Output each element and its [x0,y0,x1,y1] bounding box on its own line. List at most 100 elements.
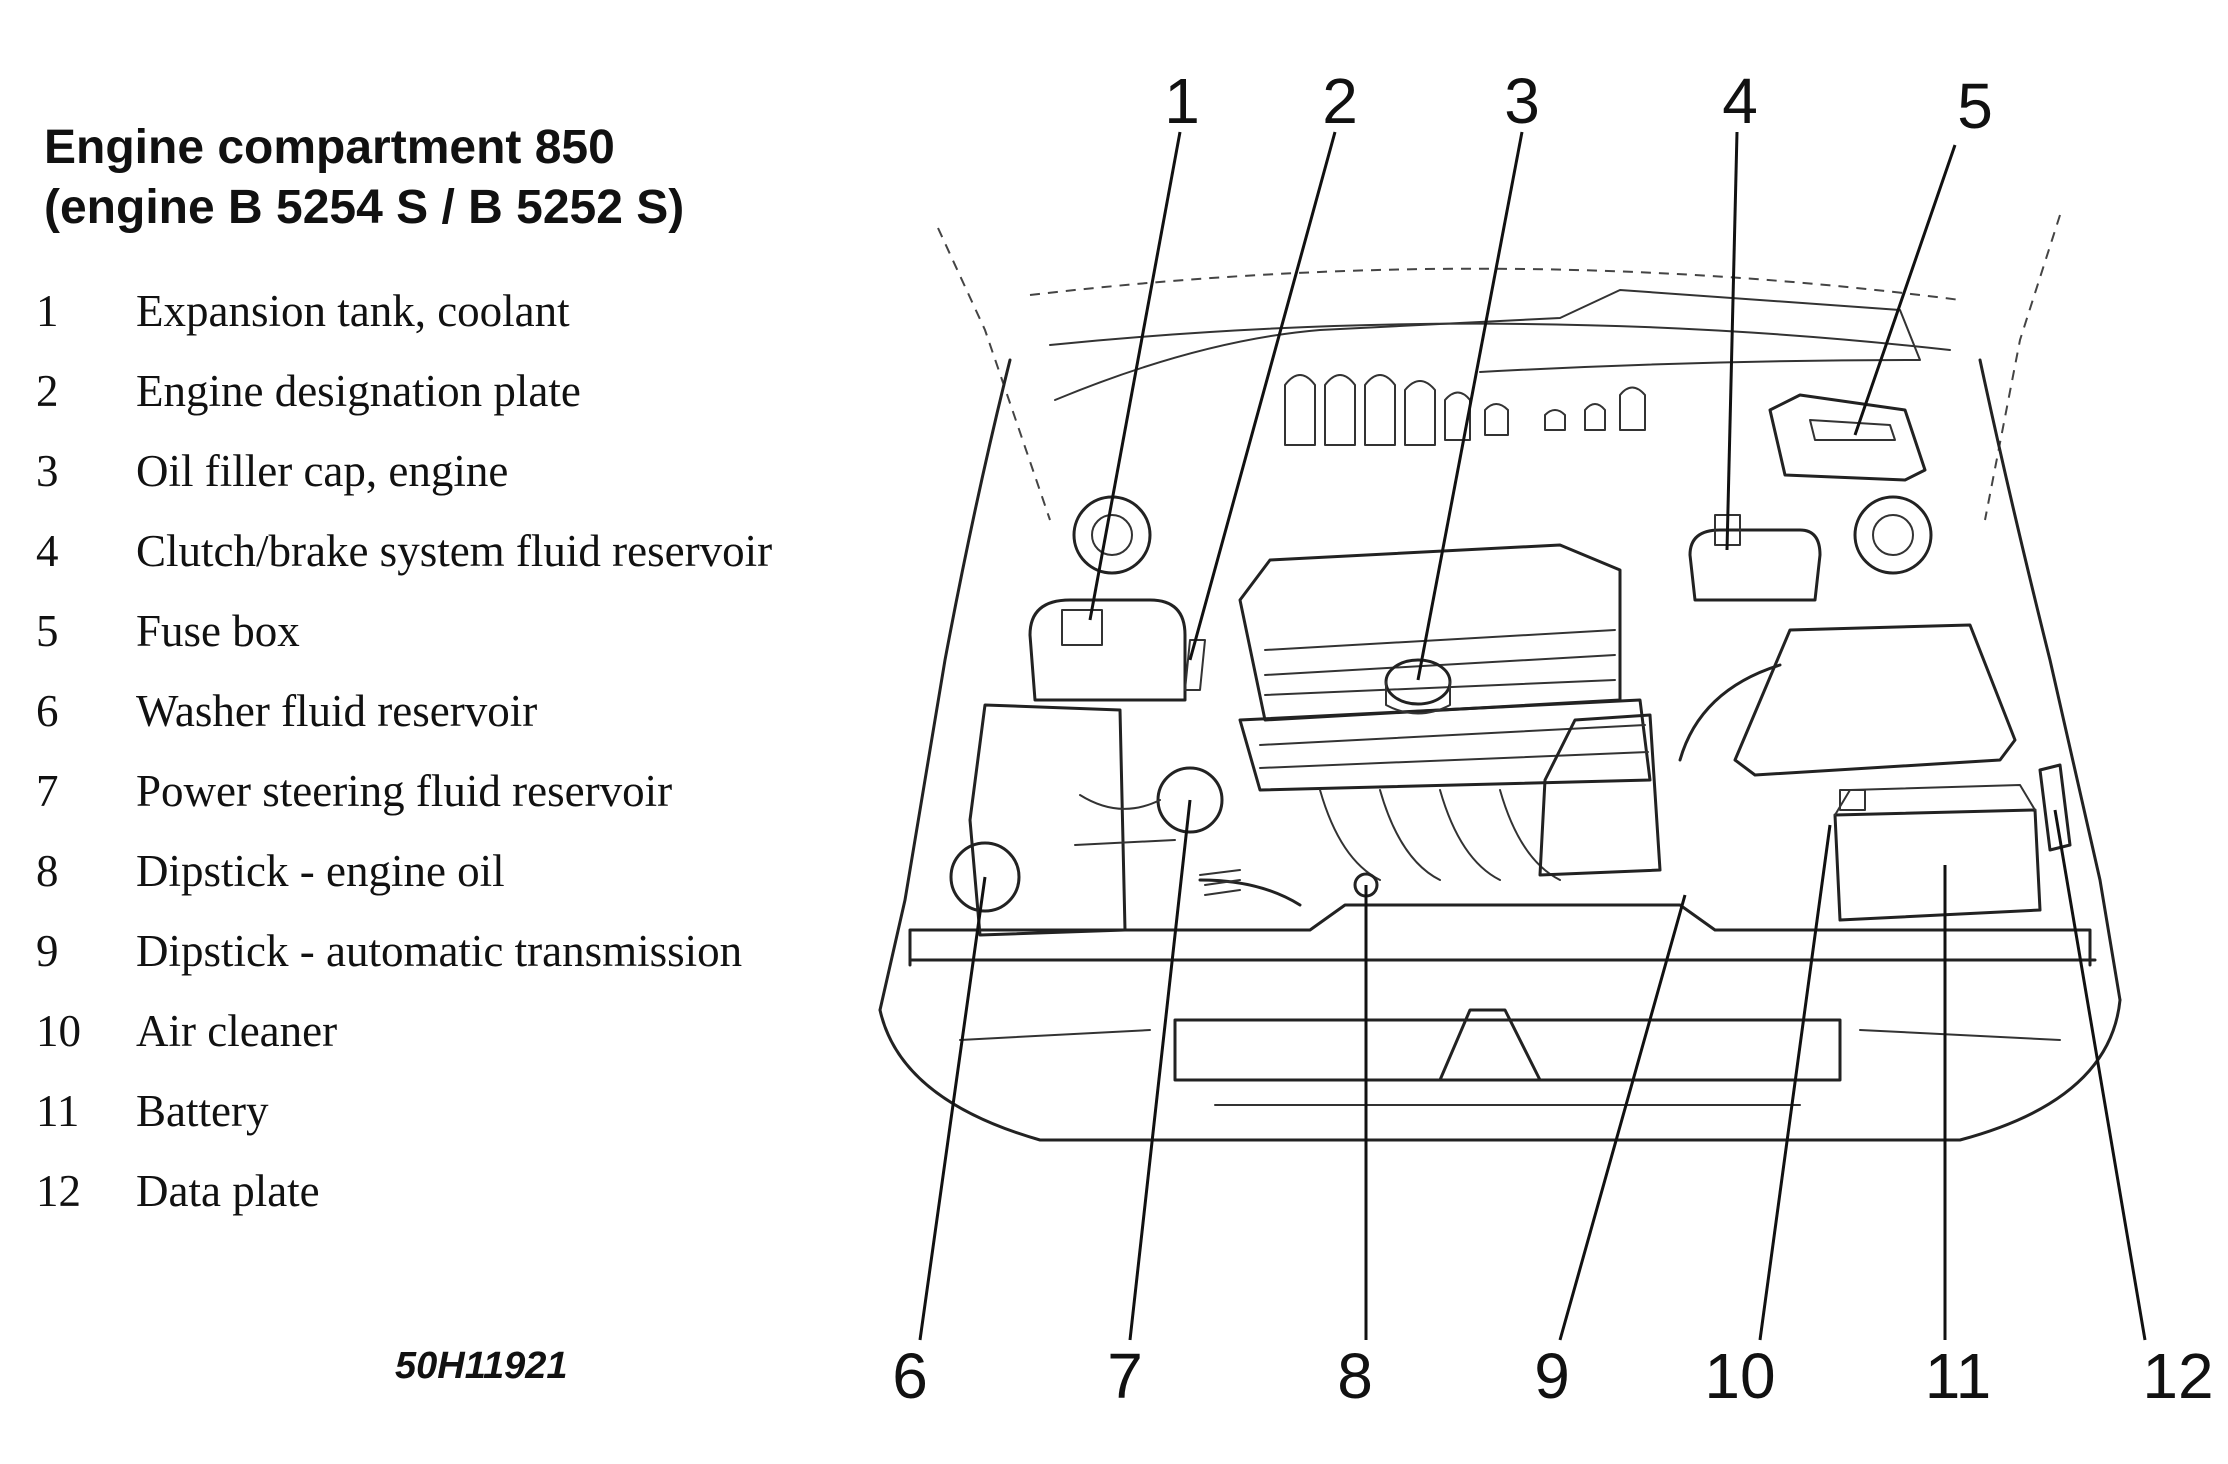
callout-9: 9 [1534,1340,1570,1412]
data-plate [2038,763,2072,852]
legend-number: 7 [36,766,59,816]
legend-item-10: 10 Air cleaner [36,1000,796,1062]
legend-label: Fuse box [136,606,300,656]
figure-code: 50H11921 [395,1345,568,1387]
air-cleaner [1733,623,2017,777]
legend-item-1: 1 Expansion tank, coolant [36,280,796,342]
fuse-box [1768,393,1927,482]
legend-number: 9 [36,926,59,976]
throttle-housing [1538,713,1662,877]
fuse-box-label [1809,419,1896,441]
legend-number: 12 [36,1166,81,1216]
cowl-vent-slots [1284,374,1646,446]
legend-item-9: 9 Dipstick - automatic transmission [36,920,796,982]
legend-label: Clutch/brake system fluid reservoir [136,526,773,576]
callout-8: 8 [1337,1340,1373,1412]
leader-9 [1558,894,1687,1341]
battery-top [1834,784,2036,816]
legend-item-8: 8 Dipstick - engine oil [36,840,796,902]
engine-bay-components [949,289,2072,937]
valve-cover-ribs [1264,629,1616,696]
callout-10: 10 [1704,1340,1775,1412]
legend-item-3: 3 Oil filler cap, engine [36,440,796,502]
legend-item-4: 4 Clutch/brake system fluid reservoir [36,520,796,582]
grille-emblem [1438,1008,1542,1082]
air-intake-duct [1678,663,1782,762]
brake-fluid-reservoir [1688,528,1822,602]
legend-number: 1 [36,286,59,336]
legend-number: 6 [36,686,59,736]
radiator-crossmember [908,903,2092,967]
legend-label: Oil filler cap, engine [136,446,509,496]
coolant-cap [1061,609,1103,646]
hose-clamp [1199,869,1241,896]
legend-number: 4 [36,526,59,576]
engine-designation-plate [1184,639,1206,691]
title-line-1: Engine compartment 850 [44,121,615,174]
component-legend: 1 Expansion tank, coolant 2 Engine designa… [36,280,796,1240]
legend-number: 10 [36,1006,81,1056]
right-hood-edge [1984,214,2061,521]
legend-label: Data plate [136,1166,320,1216]
callout-3: 3 [1504,65,1540,137]
legend-label: Engine designation plate [136,366,581,416]
front-grille [1173,1018,1842,1082]
leader-2 [1188,131,1337,661]
leader-7 [1128,799,1192,1341]
washer-fluid-cap [949,841,1021,913]
misc-hoses [1074,794,1176,846]
leader-3 [1416,131,1524,681]
legend-label: Battery [136,1086,269,1136]
front-bumper [878,998,2122,1142]
callout-6: 6 [892,1340,928,1412]
legend-number: 8 [36,846,59,896]
callout-12: 12 [2142,1340,2213,1412]
legend-number: 5 [36,606,59,656]
callout-numbers: 1 2 3 4 5 6 7 8 9 10 11 12 [892,65,2213,1412]
callout-5: 5 [1957,70,1993,142]
title-line-2: (engine B 5254 S / B 5252 S) [44,181,685,234]
legend-item-5: 5 Fuse box [36,600,796,662]
legend-number: 2 [36,366,59,416]
left-fender [878,358,1012,1012]
callout-7: 7 [1107,1340,1143,1412]
power-steering-hose [1198,878,1302,907]
battery [1833,808,2042,922]
intake-runners [1319,789,1561,881]
legend-label: Air cleaner [136,1006,338,1056]
washer-fluid-reservoir [968,703,1127,937]
leader-5 [1853,144,1957,436]
left-hood-edge [937,227,1051,521]
leader-6 [918,876,987,1341]
battery-terminal [1839,789,1866,811]
leader-1 [1088,131,1182,621]
legend-label: Dipstick - automatic transmission [136,926,743,976]
leader-12 [2053,809,2147,1341]
legend-label: Dipstick - engine oil [136,846,505,896]
cowl-line [1049,322,1951,351]
leader-10 [1758,824,1832,1341]
headlight-edges [959,1029,2061,1041]
callout-2: 2 [1322,65,1358,137]
legend-number: 3 [36,446,59,496]
legend-label: Washer fluid reservoir [136,686,538,736]
coolant-expansion-tank [1028,598,1187,702]
legend-item-11: 11 Battery [36,1080,796,1142]
leader-4 [1725,131,1739,551]
diagram-title: Engine compartment 850 (engine B 5254 S … [44,118,684,238]
legend-label: Expansion tank, coolant [136,286,570,336]
right-strut-tower [1853,495,1933,575]
legend-number: 11 [36,1086,80,1136]
cowl-panel [1054,289,1921,401]
intake-ribs [1259,724,1649,769]
legend-item-2: 2 Engine designation plate [36,360,796,422]
right-fender [1978,358,2122,1002]
legend-item-6: 6 Washer fluid reservoir [36,680,796,742]
car-body-outline [878,214,2122,1142]
intake-manifold-cover [1238,698,1652,792]
leader-lines [918,131,2147,1341]
callout-4: 4 [1722,65,1758,137]
callout-1: 1 [1164,65,1200,137]
